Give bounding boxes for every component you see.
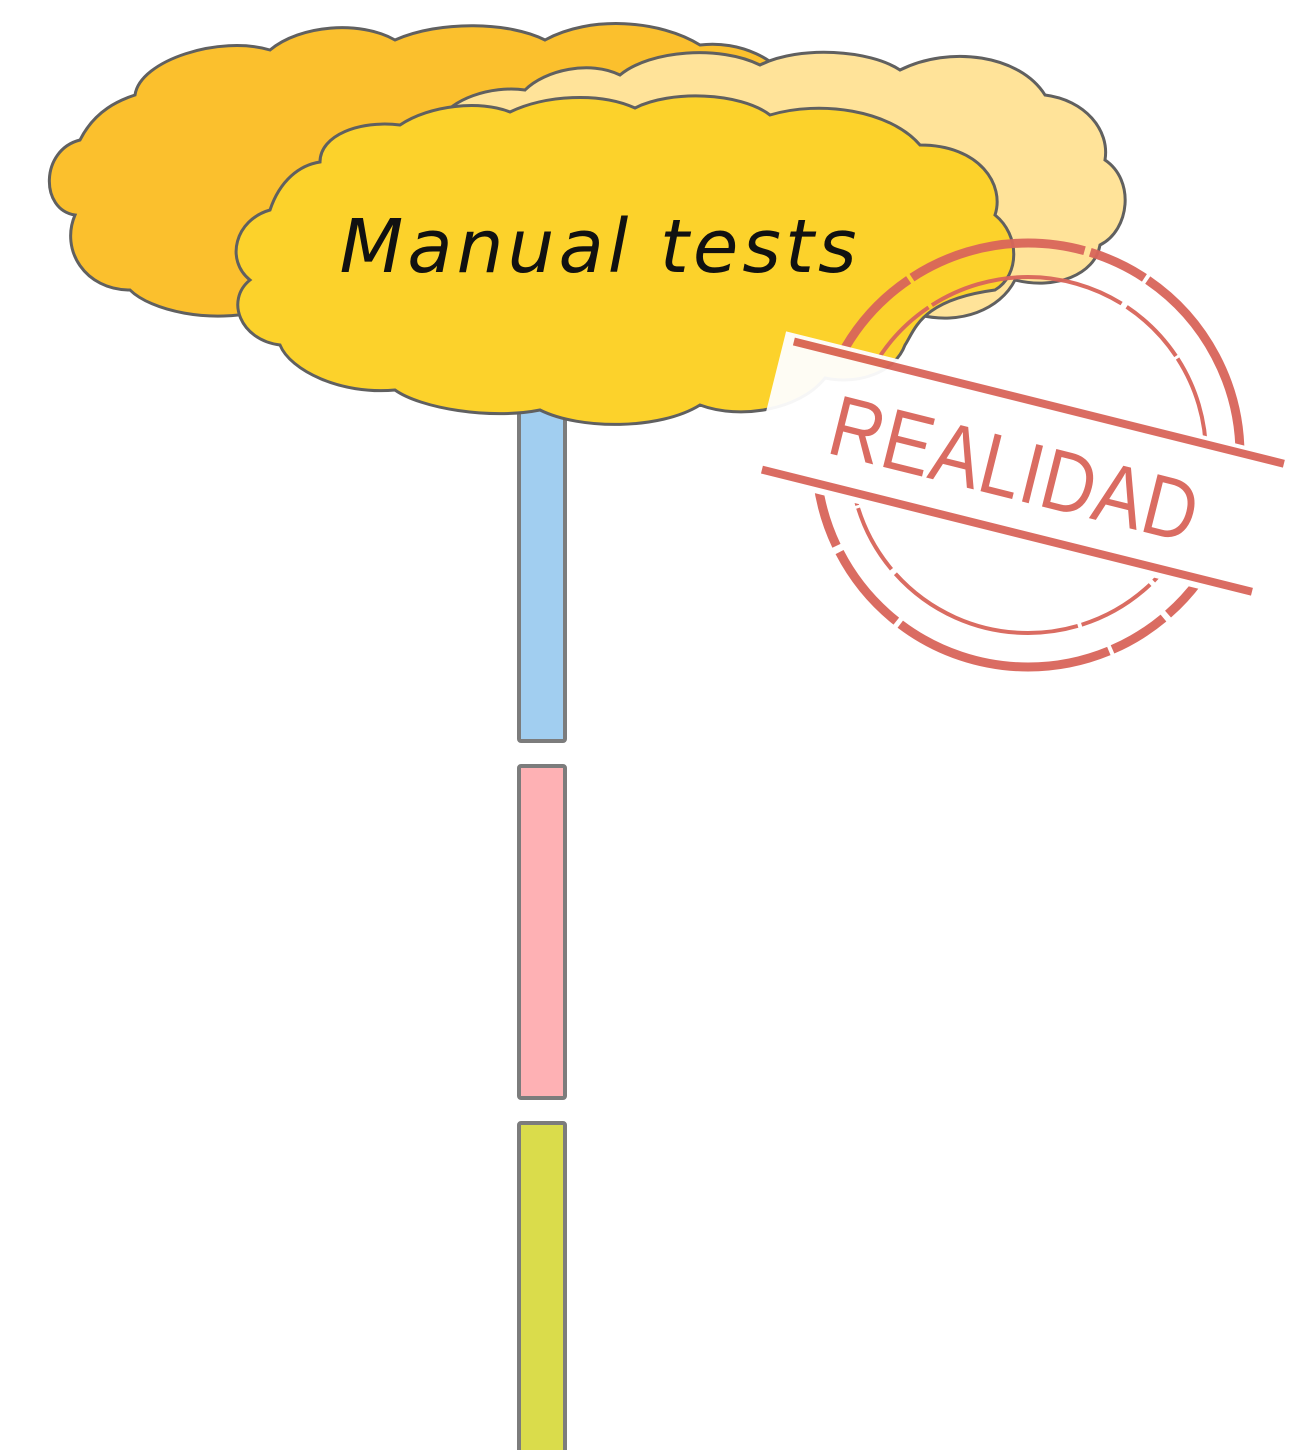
stem-segment-pink: [519, 766, 565, 1098]
stem-segment-blue: [519, 405, 565, 741]
cloud-cluster: Manual tests: [49, 24, 1125, 425]
stem-segment-olive: [519, 1123, 565, 1450]
stem: [519, 405, 565, 1450]
cloud-label: Manual tests: [339, 204, 860, 290]
